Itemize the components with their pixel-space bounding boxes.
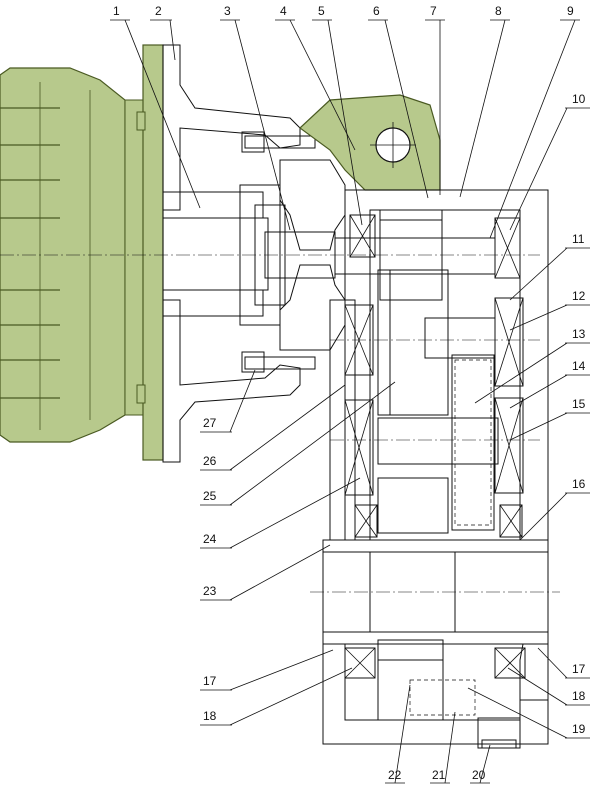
callout-19: 19: [572, 722, 586, 736]
callout-4: 4: [280, 4, 287, 18]
callout-24: 24: [203, 532, 217, 546]
callout-16: 16: [572, 477, 586, 491]
callout-11: 11: [572, 232, 585, 246]
lower-case: [322, 639, 549, 749]
callout-6: 6: [373, 4, 380, 18]
callout-2: 2: [155, 4, 162, 18]
lifting-lug: [299, 94, 441, 191]
callout-13: 13: [572, 327, 586, 341]
callout-numbers: 1 2 3 4 5 6 7 8 9 10 11 12 13 14 15 16 1…: [113, 4, 586, 782]
callout-10: 10: [572, 92, 586, 106]
callout-21: 21: [432, 768, 446, 782]
callout-25: 25: [203, 489, 217, 503]
callout-9: 9: [567, 4, 574, 18]
gear-case: [329, 189, 549, 541]
callout-23: 23: [203, 584, 217, 598]
bearings-right: [494, 217, 524, 538]
callout-15: 15: [572, 397, 586, 411]
callout-1: 1: [113, 4, 120, 18]
leader-lines: [110, 19, 590, 784]
callout-12: 12: [572, 289, 586, 303]
bearings-left: [344, 214, 378, 538]
callout-22: 22: [388, 768, 402, 782]
callout-18-left: 18: [203, 709, 217, 723]
output-hollow-shaft: [310, 539, 560, 645]
callout-20: 20: [472, 768, 486, 782]
callout-3: 3: [224, 4, 231, 18]
callout-18-right: 18: [572, 689, 586, 703]
callout-5: 5: [318, 4, 325, 18]
callout-7: 7: [430, 4, 437, 18]
callout-26: 26: [203, 454, 217, 468]
callout-14: 14: [572, 359, 586, 373]
callout-8: 8: [495, 4, 502, 18]
input-housing: [0, 159, 540, 351]
callout-27: 27: [203, 416, 217, 430]
adapter-flange: [162, 44, 316, 463]
callout-17-left: 17: [203, 674, 217, 688]
callout-17-right: 17: [572, 662, 586, 676]
motor: [0, 44, 164, 461]
